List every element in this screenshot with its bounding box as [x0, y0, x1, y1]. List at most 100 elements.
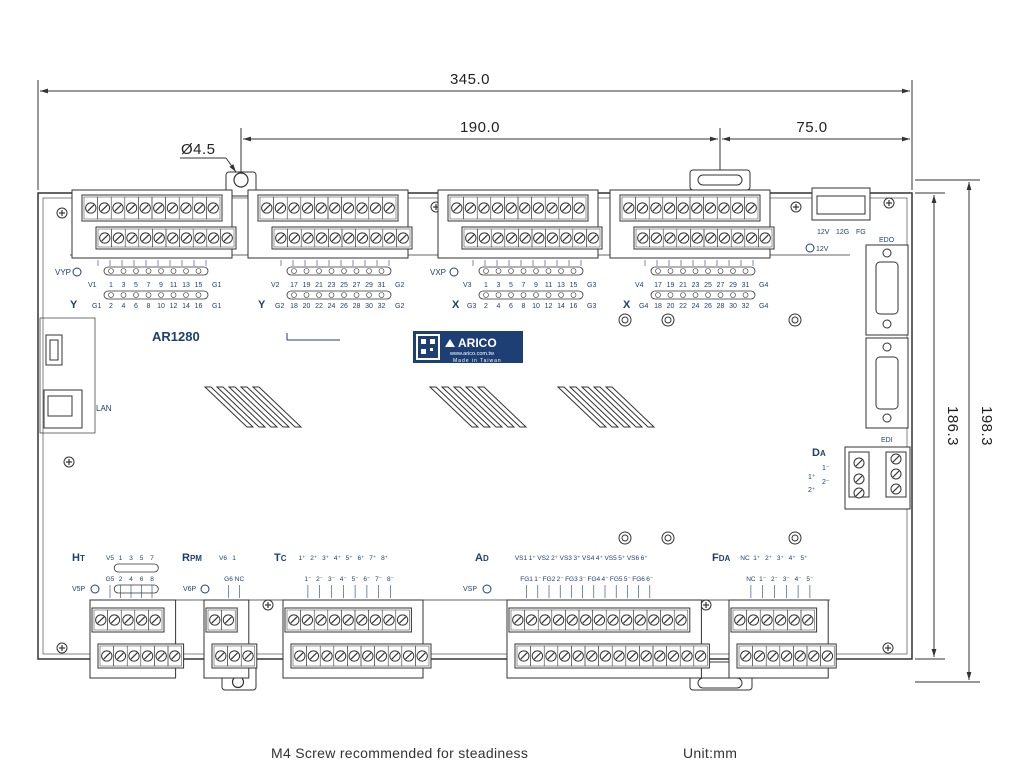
model-label: AR1280 — [152, 329, 200, 344]
pin-label-bottom: G6 — [224, 576, 233, 583]
led-icon — [730, 268, 736, 274]
vsp-label: VSP — [463, 586, 477, 593]
screw-icon — [275, 232, 287, 244]
mounting-screws — [56, 197, 895, 654]
screw-icon — [141, 650, 154, 662]
led-icon — [108, 292, 114, 298]
screw-icon — [794, 650, 806, 662]
led-icon — [158, 292, 164, 298]
screw-icon — [560, 232, 572, 244]
screw-icon — [342, 202, 355, 214]
pin-label-even: 30 — [729, 303, 737, 310]
screw-icon — [505, 232, 518, 244]
arico-mark-icon — [445, 339, 455, 347]
da-label-1-plus: 1⁺ — [808, 474, 816, 481]
pin-label-bottom: 8 — [150, 576, 154, 583]
footer-note: M4 Screw recommended for steadiness — [271, 745, 529, 761]
da-screws — [853, 453, 902, 499]
pin-label-odd: 29 — [365, 282, 373, 289]
led-icon — [170, 292, 177, 298]
power-connector — [811, 187, 871, 221]
led-icon — [195, 292, 202, 298]
pin-label-even: 10 — [532, 303, 540, 310]
screw-icon — [153, 202, 165, 214]
screw-icon — [552, 614, 565, 626]
lan-label: LAN — [96, 404, 112, 413]
screw-icon — [505, 202, 517, 214]
usb-connector — [45, 334, 63, 366]
led-row-even — [103, 290, 209, 300]
screw-icon — [126, 232, 138, 244]
pin-label-top: 1 — [232, 555, 236, 562]
screw-icon — [566, 614, 578, 626]
screw-icon — [525, 614, 538, 626]
pin-label-even: 16 — [570, 303, 578, 310]
terminal-row — [447, 194, 589, 222]
vent-slot — [203, 386, 255, 428]
screw-icon — [193, 202, 206, 214]
pin-label-top: VS4 — [582, 555, 595, 562]
g-label: G3 — [467, 303, 476, 310]
pin-label-even: 26 — [704, 303, 712, 310]
terminal-row — [290, 643, 432, 669]
pin-label-odd: 17 — [290, 282, 298, 289]
dimension-lines — [37, 80, 980, 683]
led-icon — [717, 292, 724, 298]
screw-icon — [221, 232, 233, 244]
screw-icon — [261, 202, 273, 214]
screw-icon — [328, 614, 341, 626]
screw-icon — [334, 650, 347, 662]
screw-icon — [416, 650, 428, 662]
screw-icon — [774, 614, 787, 626]
dim-edge-offset: 75.0 — [796, 119, 827, 136]
terminal-row — [461, 226, 603, 250]
pin-label-top: 2⁺ — [551, 555, 559, 562]
pin-label-odd: 31 — [378, 282, 386, 289]
screw-icon — [634, 614, 646, 626]
led-icon — [742, 292, 749, 298]
screw-icon — [545, 650, 557, 662]
mount-screw-icon — [262, 599, 274, 611]
led-icon — [303, 268, 310, 274]
pin-label-bottom: 6 — [140, 576, 144, 583]
screw-icon — [288, 232, 301, 244]
pin-label-bottom: FG1 — [520, 576, 533, 583]
screw-icon — [650, 232, 663, 244]
led-icon — [558, 292, 564, 298]
pin-label-even: 18 — [290, 303, 298, 310]
mount-screw-icon — [700, 599, 712, 611]
led-row-odd — [103, 266, 209, 276]
g-label: G3 — [587, 303, 596, 310]
pin-label-even: 20 — [667, 303, 675, 310]
g-label: G2 — [275, 303, 284, 310]
screw-icon — [348, 650, 360, 662]
pin-label-even: 28 — [353, 303, 361, 310]
pin-label-top: V6 — [219, 555, 227, 562]
screw-icon — [222, 614, 235, 626]
vent-slot — [556, 386, 608, 428]
pin-label-even: 22 — [315, 303, 323, 310]
led-icon — [108, 268, 114, 274]
pin-label-top: 1 — [119, 555, 123, 562]
terminal-row — [97, 643, 185, 669]
pin-label-top: 4⁺ — [789, 555, 797, 562]
pin-label-top: 1⁺ — [753, 555, 761, 562]
pin-label-even: 6 — [509, 303, 513, 310]
pin-label-odd: 3 — [122, 282, 126, 289]
screw-icon — [98, 202, 111, 214]
arico-logo — [413, 331, 523, 363]
dim-hole-pitch: 190.0 — [460, 119, 500, 136]
terminal-blocks-bottom — [89, 599, 837, 679]
led-icon — [316, 292, 322, 298]
screw-icon — [369, 202, 382, 214]
terminal-row — [91, 607, 165, 633]
led-icon — [316, 268, 322, 274]
screw-icon — [397, 232, 409, 244]
screw-icon — [704, 202, 717, 214]
screw-icon — [369, 614, 382, 626]
led-icon — [533, 292, 539, 298]
pin-label-odd: 27 — [717, 282, 725, 289]
pin-label-bottom: 7⁻ — [375, 576, 383, 583]
